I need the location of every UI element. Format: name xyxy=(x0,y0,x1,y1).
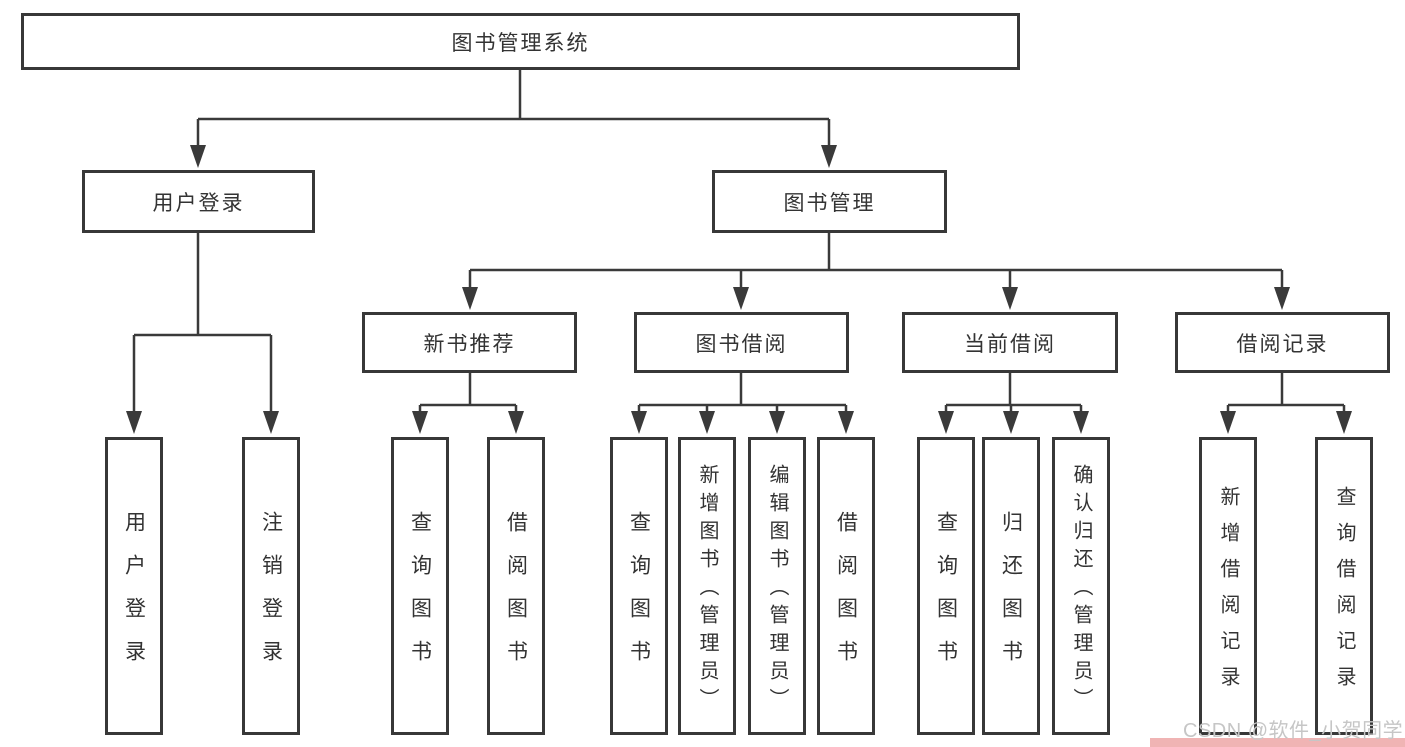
leaf-borrow-books-1: 借阅图书 xyxy=(487,437,545,735)
node-current-borrowing-label: 当前借阅 xyxy=(964,332,1056,356)
leaf-query-books-3: 查询图书 xyxy=(917,437,975,735)
leaf-user-login-label: 用户登录 xyxy=(122,511,146,683)
node-book-borrowing: 图书借阅 xyxy=(634,312,849,373)
node-root-system: 图书管理系统 xyxy=(21,13,1020,70)
node-new-book-recommend-label: 新书推荐 xyxy=(423,332,516,356)
leaf-query-books-1: 查询图书 xyxy=(391,437,449,735)
leaf-confirm-return-admin: 确认归还（管理员） xyxy=(1052,437,1110,735)
leaf-query-books-3-label: 查询图书 xyxy=(934,511,958,683)
leaf-edit-books-admin-label: 编辑图书（管理员） xyxy=(766,464,788,716)
leaf-add-borrow-record: 新增借阅记录 xyxy=(1199,437,1257,735)
leaf-add-books-admin: 新增图书（管理员） xyxy=(678,437,736,735)
leaf-return-books: 归还图书 xyxy=(982,437,1040,735)
node-borrowing-records: 借阅记录 xyxy=(1175,312,1390,373)
node-current-borrowing: 当前借阅 xyxy=(902,312,1118,373)
leaf-edit-books-admin: 编辑图书（管理员） xyxy=(748,437,806,735)
leaf-add-borrow-record-label: 新增借阅记录 xyxy=(1217,486,1239,702)
leaf-logout: 注销登录 xyxy=(242,437,300,735)
leaf-user-login: 用户登录 xyxy=(105,437,163,735)
node-borrowing-records-label: 借阅记录 xyxy=(1236,332,1329,356)
leaf-query-books-2: 查询图书 xyxy=(610,437,668,735)
arrowhead-icons xyxy=(126,145,1352,434)
leaf-borrow-books-2-label: 借阅图书 xyxy=(834,511,858,683)
node-root-label: 图书管理系统 xyxy=(451,31,590,55)
leaf-query-borrow-record: 查询借阅记录 xyxy=(1315,437,1373,735)
node-new-book-recommend: 新书推荐 xyxy=(362,312,577,373)
leaf-confirm-return-admin-label: 确认归还（管理员） xyxy=(1070,464,1092,716)
leaf-return-books-label: 归还图书 xyxy=(999,511,1023,683)
leaf-query-books-1-label: 查询图书 xyxy=(408,511,432,683)
node-book-management-branch: 图书管理 xyxy=(712,170,947,233)
node-book-management-label: 图书管理 xyxy=(783,191,876,215)
watermark-band xyxy=(1150,738,1405,747)
leaf-query-books-2-label: 查询图书 xyxy=(627,511,651,683)
node-user-login-branch: 用户登录 xyxy=(82,170,315,233)
leaf-query-borrow-record-label: 查询借阅记录 xyxy=(1333,486,1355,702)
node-book-borrowing-label: 图书借阅 xyxy=(695,332,788,356)
watermark-text: CSDN @软件_小贺同学 xyxy=(1183,720,1404,742)
leaf-borrow-books-1-label: 借阅图书 xyxy=(504,511,528,683)
node-user-login-label: 用户登录 xyxy=(152,191,245,215)
leaf-logout-label: 注销登录 xyxy=(259,511,283,683)
leaf-add-books-admin-label: 新增图书（管理员） xyxy=(696,464,718,716)
leaf-borrow-books-2: 借阅图书 xyxy=(817,437,875,735)
